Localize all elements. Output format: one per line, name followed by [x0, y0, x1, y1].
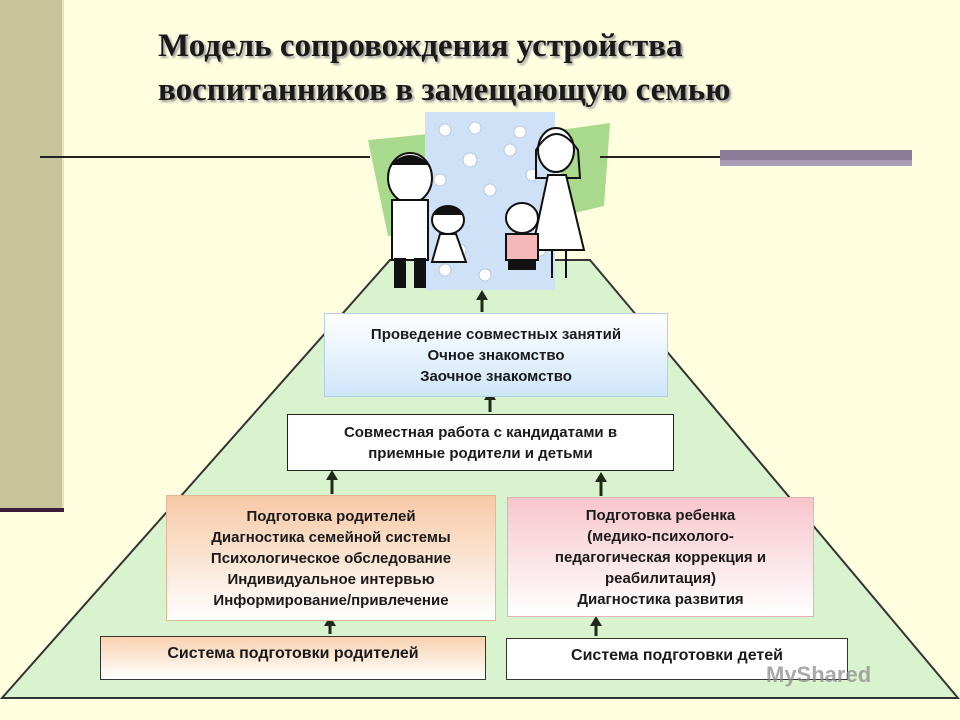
left-bar-underline: [0, 508, 64, 512]
arrow-up-icon: [476, 290, 488, 312]
joint-work-box: Совместная работа с кандидатами в приемн…: [287, 414, 674, 471]
child-preparation-box: Подготовка ребенка (медико-психолого- пе…: [507, 497, 814, 617]
box-line: Совместная работа с кандидатами в: [343, 423, 618, 441]
child-system-box: Система подготовки детей: [506, 638, 848, 680]
box-line: Система подготовки родителей: [167, 645, 419, 662]
title-line-1: Модель сопровождения устройства: [158, 28, 683, 64]
box-line: Психологическое обследование: [210, 549, 452, 567]
left-bar-edge: [62, 0, 64, 512]
watermark-logo: MyShared: [766, 662, 872, 687]
left-decoration-bar: [0, 0, 62, 510]
box-line: Индивидуальное интервью: [227, 570, 435, 588]
family-illustration-icon: [368, 112, 610, 290]
box-line: Диагностика семейной системы: [211, 528, 451, 546]
arrow-up-icon: [326, 470, 338, 494]
page-title: Модель сопровождения устройства воспитан…: [158, 24, 858, 112]
box-line: Заочное знакомство: [420, 367, 572, 385]
arrow-up-icon: [324, 616, 336, 634]
box-line: Диагностика развития: [577, 590, 744, 608]
parent-preparation-box: Подготовка родителей Диагностика семейно…: [166, 495, 496, 621]
box-line: Информирование/привлечение: [213, 591, 449, 609]
title-rule-left: [40, 156, 370, 158]
title-line-2: воспитанников в замещающую семью: [158, 72, 731, 108]
joint-classes-box: Проведение совместных занятий Очное знак…: [324, 313, 668, 397]
box-line: Подготовка ребенка: [585, 506, 736, 524]
box-line: (медико-психолого-: [587, 527, 734, 545]
parent-system-box: Система подготовки родителей: [100, 636, 486, 680]
decorative-bar-shade: [720, 160, 912, 166]
box-line: Проведение совместных занятий: [370, 325, 622, 343]
box-line: педагогическая коррекция и: [554, 548, 767, 566]
box-line: Система подготовки детей: [571, 647, 783, 664]
box-line: Очное знакомство: [427, 346, 565, 364]
box-line: приемные родители и детьми: [368, 444, 593, 462]
title-rule-right: [600, 156, 720, 158]
box-line: реабилитация): [605, 569, 716, 587]
arrow-up-icon: [595, 472, 607, 496]
box-line: Подготовка родителей: [246, 507, 416, 525]
arrow-up-icon: [590, 616, 602, 636]
